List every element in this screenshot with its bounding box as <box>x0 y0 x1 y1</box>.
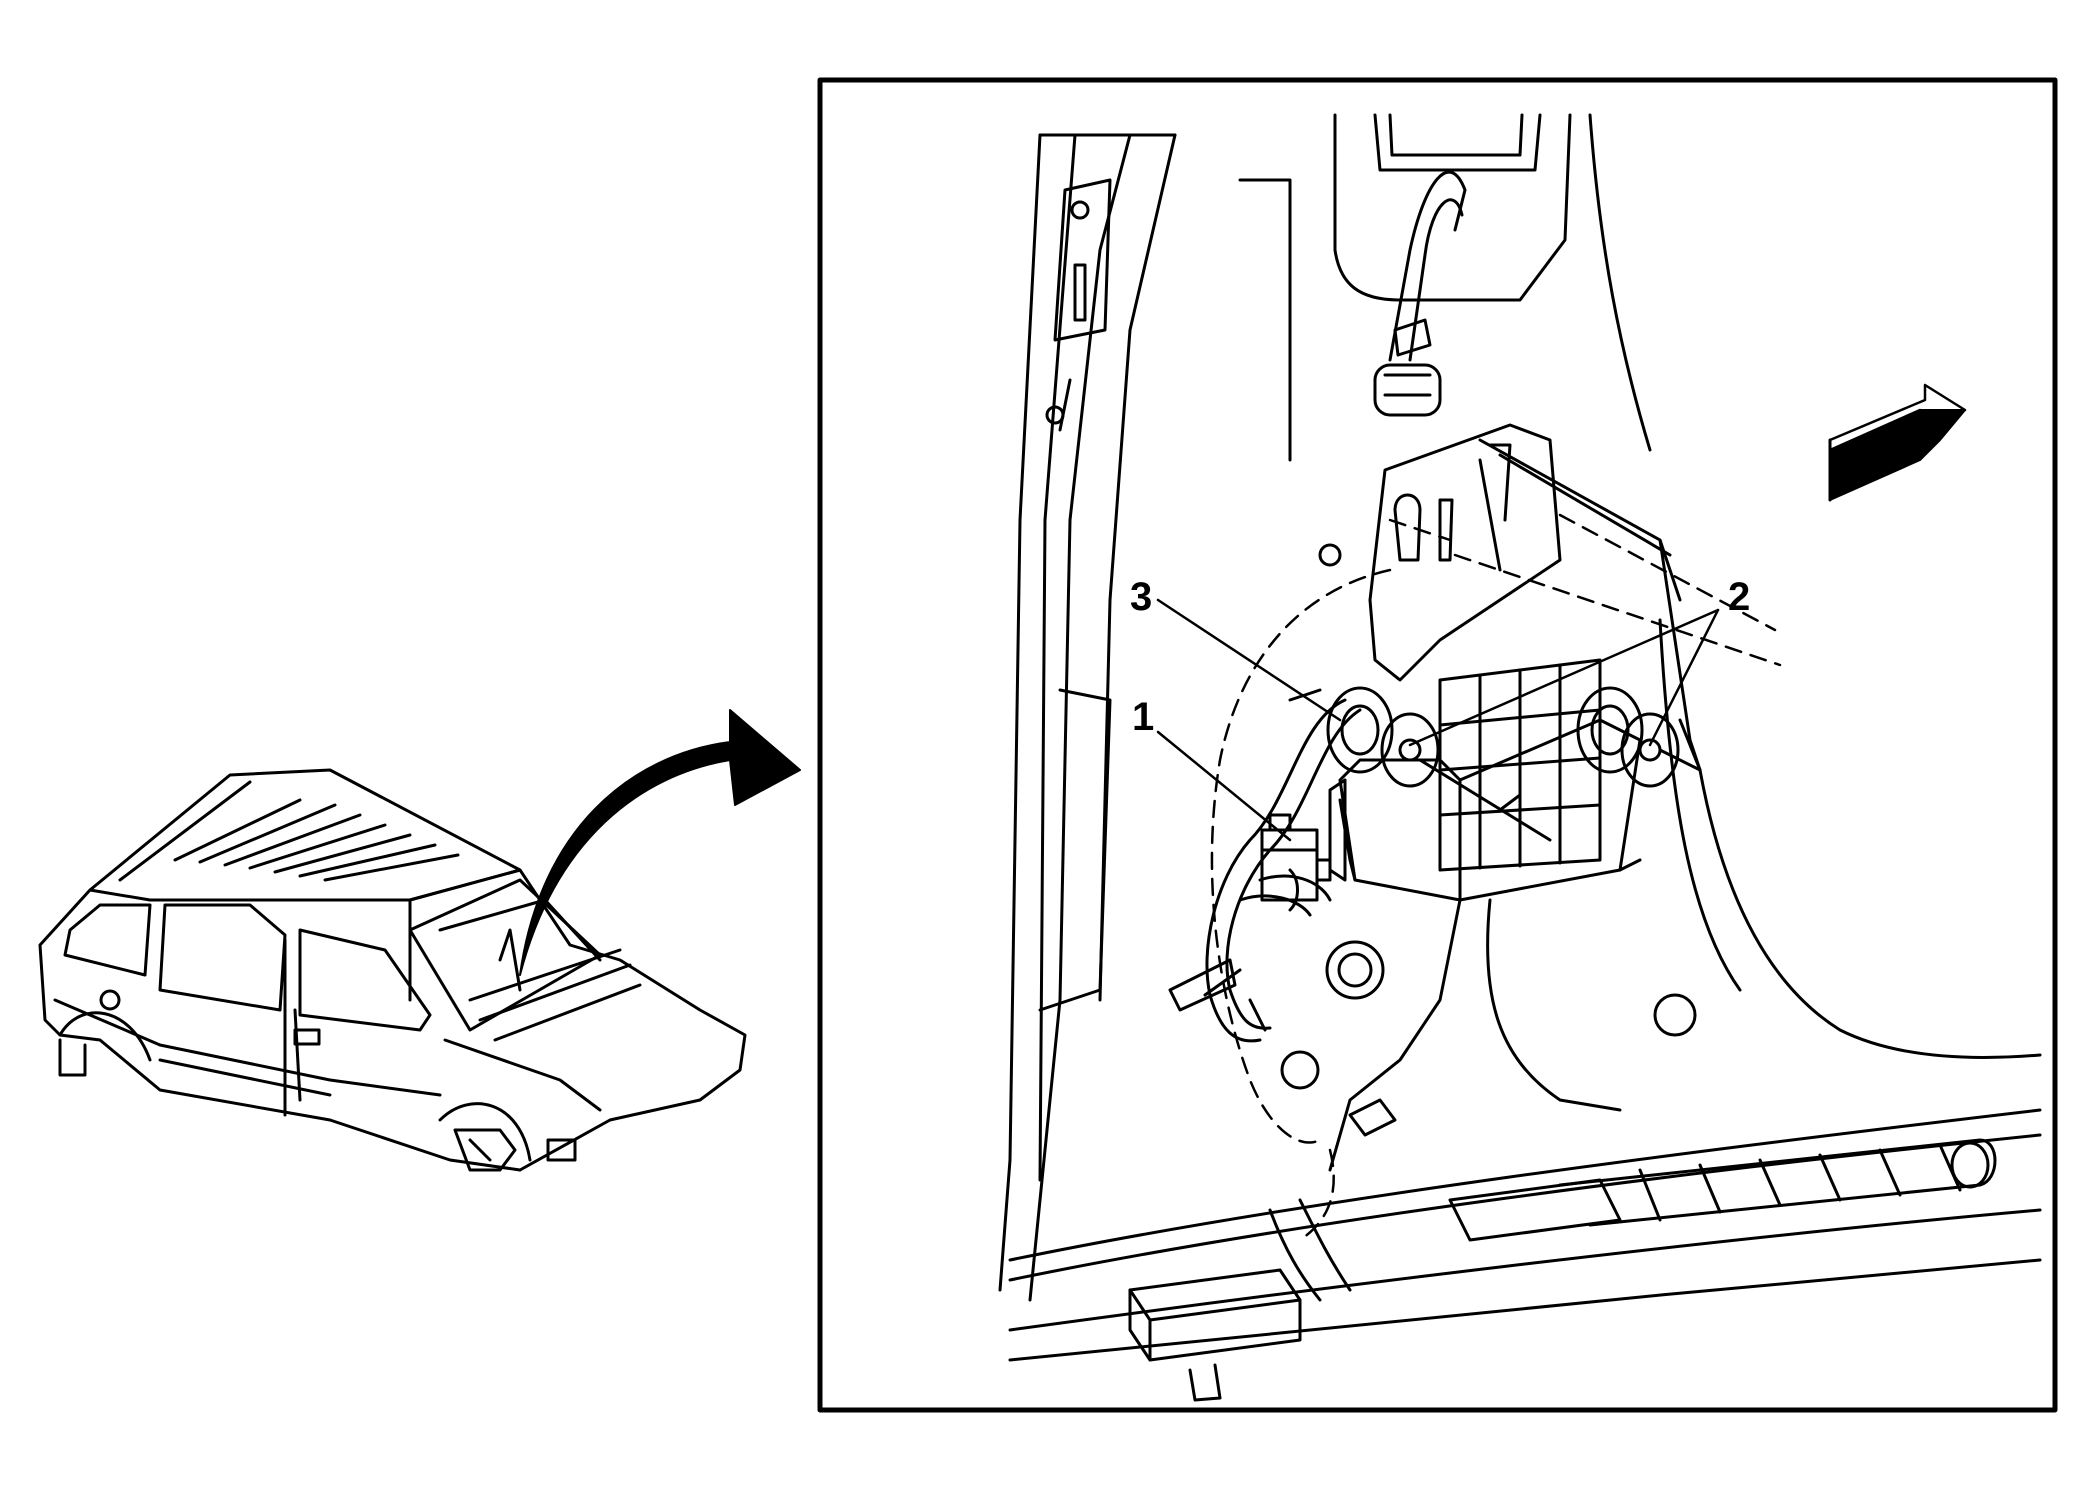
pillar-structure <box>998 133 1177 1302</box>
callout-fasteners-label: 2 <box>1728 575 1750 619</box>
fasteners <box>1326 686 1702 842</box>
detail-frame <box>817 77 2058 1413</box>
lower-body <box>1008 618 2042 1402</box>
module-body <box>1260 658 1642 902</box>
minivan-overview-icon <box>38 768 747 1172</box>
callout-connector-label: 1 <box>1132 695 1154 739</box>
forward-direction-arrow-icon <box>1828 383 1967 502</box>
mounting-bracket <box>1318 423 1702 772</box>
upper-frame <box>1238 113 1652 462</box>
ground-cable <box>1373 170 1467 417</box>
curved-arrow-icon <box>519 709 801 976</box>
leader-lines <box>1156 598 1720 842</box>
wiring-harness <box>1168 688 1362 1043</box>
callout-module-label: 3 <box>1130 575 1152 619</box>
trim-outline-dashed <box>1210 513 1782 1242</box>
